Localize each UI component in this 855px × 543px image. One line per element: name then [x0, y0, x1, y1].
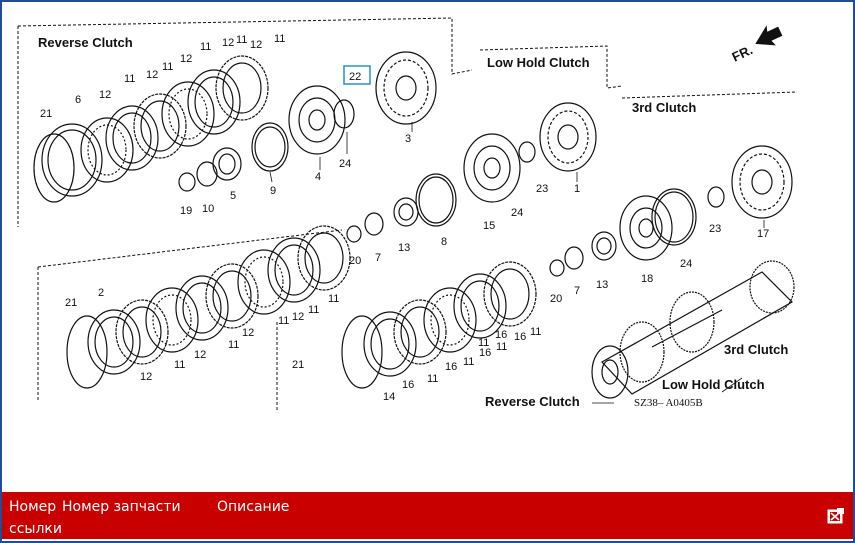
- callout[interactable]: 21: [40, 108, 52, 120]
- callout-highlighted[interactable]: 22: [349, 71, 361, 83]
- callout[interactable]: 12: [194, 349, 206, 361]
- callout[interactable]: 21: [65, 297, 77, 309]
- low-hold-parts: [346, 102, 597, 243]
- callout[interactable]: 9: [270, 185, 276, 197]
- callout[interactable]: 7: [375, 252, 381, 264]
- direction-arrow-icon: [755, 25, 783, 46]
- callout[interactable]: 12: [292, 311, 304, 323]
- callout[interactable]: 11: [162, 61, 173, 73]
- callout[interactable]: 12: [140, 371, 152, 383]
- callout[interactable]: 20: [349, 255, 361, 267]
- callout[interactable]: 18: [641, 273, 653, 285]
- column-header-part-number[interactable]: Номер запчасти: [62, 499, 181, 515]
- callout[interactable]: 12: [180, 53, 192, 65]
- callout[interactable]: 23: [709, 223, 721, 235]
- callout[interactable]: 23: [536, 183, 548, 195]
- callout[interactable]: 11: [308, 304, 319, 316]
- title-low-hold-clutch: Low Hold Clutch: [487, 55, 590, 70]
- highlight-box: [343, 65, 371, 85]
- top-middle-parts: [178, 51, 437, 192]
- callout[interactable]: 10: [202, 203, 214, 215]
- callout[interactable]: 19: [180, 205, 192, 217]
- callout[interactable]: 16: [479, 347, 491, 359]
- drawing-code: SZ38– A0405B: [634, 397, 703, 409]
- callout[interactable]: 7: [574, 285, 580, 297]
- callout[interactable]: 11: [463, 356, 474, 368]
- parts-table-header: Номер ссылки Номер запчасти Описание: [2, 492, 853, 539]
- callout[interactable]: 11: [124, 73, 135, 85]
- title-reverse-clutch: Reverse Clutch: [38, 35, 133, 50]
- callout[interactable]: 16: [445, 361, 457, 373]
- column-header-ref-number[interactable]: Номер ссылки: [9, 499, 62, 537]
- callouts: 11 12 11 12 11 12 11 21 6 12 11 12 3 4 2…: [40, 33, 769, 403]
- callout[interactable]: 12: [222, 37, 234, 49]
- callout[interactable]: 24: [511, 207, 523, 219]
- column-header-description[interactable]: Описание: [217, 499, 290, 515]
- assembly-label-reverse: Reverse Clutch: [485, 394, 580, 409]
- callout[interactable]: 11: [427, 373, 438, 385]
- callout[interactable]: 24: [680, 258, 692, 270]
- reverse-clutch-plates-top: [33, 55, 269, 203]
- callout[interactable]: 20: [550, 293, 562, 305]
- direction-label: FR.: [730, 42, 755, 64]
- callout[interactable]: 11: [174, 359, 185, 371]
- callout[interactable]: 16: [514, 331, 526, 343]
- callout[interactable]: 8: [441, 236, 447, 248]
- callout[interactable]: 5: [230, 190, 236, 202]
- shaft-assembly: [591, 260, 795, 399]
- lower-clutch-plates: [341, 261, 537, 389]
- excel-export-icon[interactable]: [827, 507, 845, 525]
- middle-clutch-plates: [66, 225, 351, 389]
- callout[interactable]: 1: [574, 183, 580, 195]
- callout[interactable]: 17: [757, 228, 769, 240]
- callout[interactable]: 11: [530, 326, 541, 338]
- leader-lines: [269, 122, 765, 404]
- section-outlines: [17, 17, 798, 410]
- callout[interactable]: 16: [495, 329, 507, 341]
- assembly-label-low-hold: Low Hold Clutch: [662, 377, 765, 392]
- callout[interactable]: 11: [278, 315, 289, 327]
- callout[interactable]: 21: [292, 359, 304, 371]
- title-third-clutch: 3rd Clutch: [632, 100, 696, 115]
- callout[interactable]: 4: [315, 171, 321, 183]
- assembly-label-third: 3rd Clutch: [724, 342, 788, 357]
- callout[interactable]: 13: [398, 242, 410, 254]
- parts-diagram: Reverse Clutch Low Hold Clutch 3rd Clutc…: [2, 2, 853, 492]
- callout[interactable]: 12: [242, 327, 254, 339]
- callout[interactable]: 11: [200, 41, 211, 53]
- callout[interactable]: 12: [99, 89, 111, 101]
- callout[interactable]: 14: [383, 391, 395, 403]
- callout[interactable]: 12: [250, 39, 262, 51]
- callout[interactable]: 6: [75, 94, 81, 106]
- callout[interactable]: 24: [339, 158, 351, 170]
- callout[interactable]: 11: [328, 293, 339, 305]
- callout[interactable]: 16: [402, 379, 414, 391]
- callout[interactable]: 3: [405, 133, 411, 145]
- callout[interactable]: 11: [274, 33, 285, 45]
- callout[interactable]: 2: [98, 287, 104, 299]
- callout[interactable]: 13: [596, 279, 608, 291]
- callout[interactable]: 11: [496, 341, 507, 353]
- callout[interactable]: 11: [228, 339, 239, 351]
- callout[interactable]: 15: [483, 220, 495, 232]
- callout[interactable]: 12: [146, 69, 158, 81]
- callout[interactable]: 11: [236, 34, 247, 46]
- third-clutch-parts: [549, 145, 793, 277]
- callout[interactable]: 11: [478, 337, 489, 349]
